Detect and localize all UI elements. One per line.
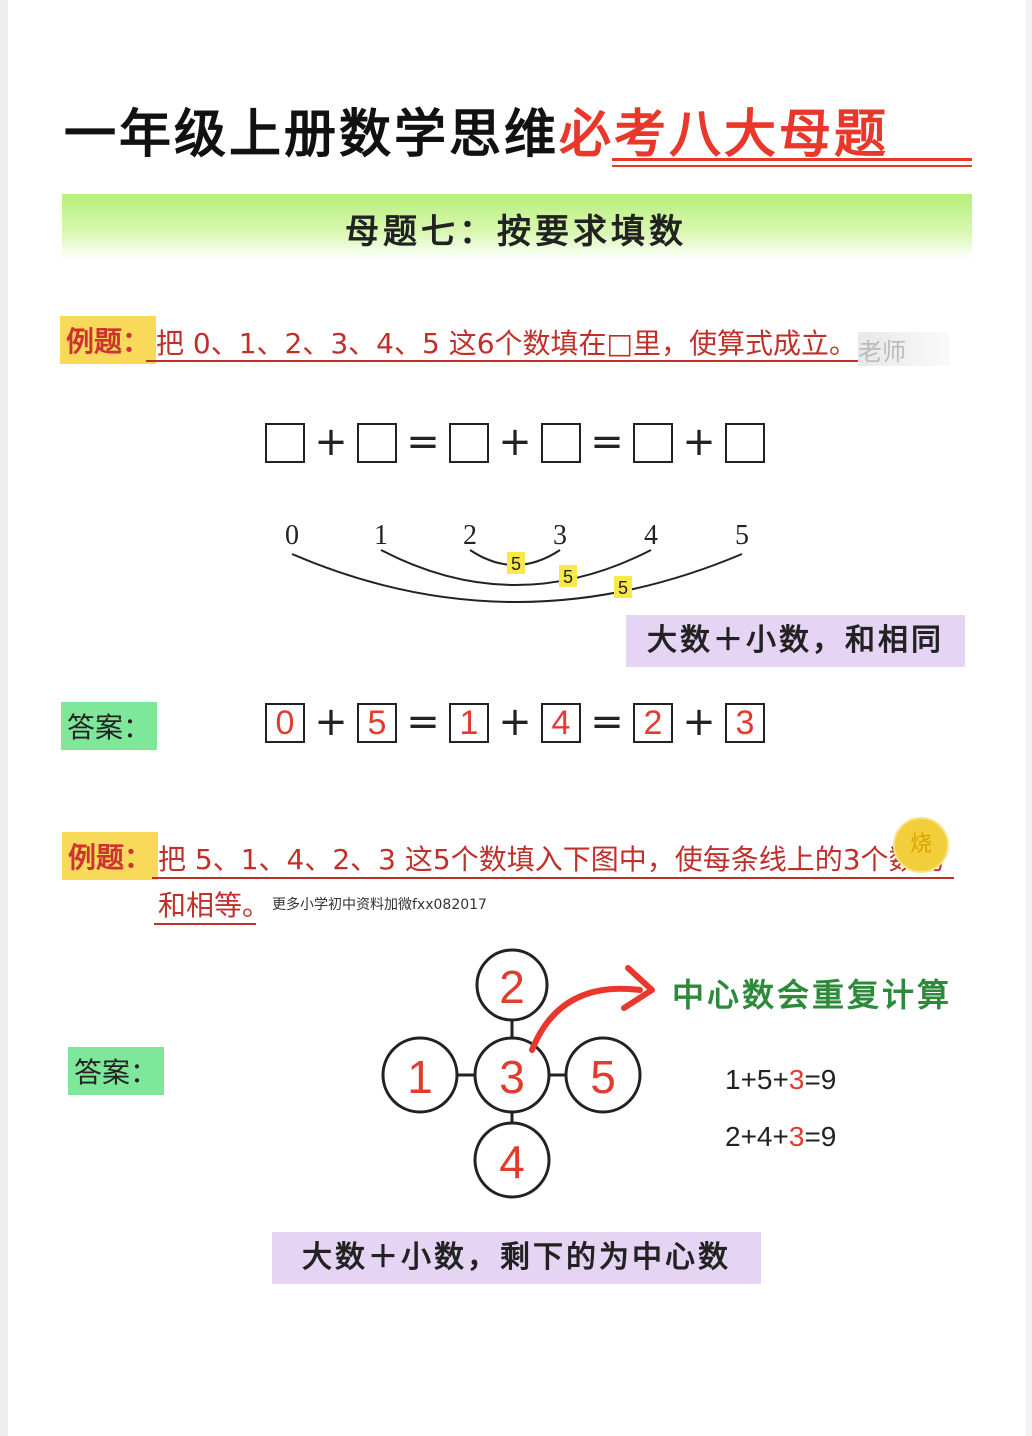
- arc-0-5: [291, 553, 743, 603]
- value-right: 5: [590, 1051, 616, 1103]
- sum-label-bg: [507, 552, 525, 574]
- plus-sign: +: [498, 699, 532, 745]
- left-edge: [0, 0, 8, 1436]
- num-5: 5: [735, 520, 749, 551]
- circle-bottom: [473, 1121, 551, 1199]
- answer-box: 4: [541, 703, 581, 743]
- sum-label-bg: [559, 565, 577, 587]
- sum-label-bg: [614, 576, 632, 598]
- num-0: 0: [285, 520, 299, 551]
- sum-line-2: 2+4+3=9: [725, 1121, 836, 1153]
- sum-part: 1+5+: [725, 1064, 789, 1095]
- plus-sign: +: [498, 419, 532, 465]
- curved-arrow-icon: [529, 965, 655, 1053]
- badge-icon: 烧: [893, 817, 949, 873]
- equals-sign: =: [406, 699, 440, 745]
- example1-tag: 例题：: [60, 316, 157, 364]
- example1-text: 把 0、1、2、3、4、5 这6个数填在□里，使算式成立。: [156, 327, 857, 360]
- value-top: 2: [499, 961, 525, 1013]
- sum-center: 3: [788, 1121, 805, 1152]
- plus-sign: +: [682, 419, 716, 465]
- pairing-diagram: 0 1 2 3 4 5 5 5 5: [285, 520, 749, 603]
- example2-tag: 例题：: [62, 832, 159, 880]
- circle-center: [473, 1036, 551, 1114]
- value-left: 1: [407, 1051, 433, 1103]
- sum-label: 5: [618, 578, 628, 598]
- num-4: 4: [644, 520, 658, 551]
- plus-sign: +: [682, 699, 716, 745]
- sum-result: =9: [804, 1064, 837, 1095]
- right-edge: [1026, 0, 1032, 1436]
- example2-underline-2: [154, 923, 256, 925]
- num-1: 1: [374, 520, 388, 551]
- sum-label: 5: [563, 567, 573, 587]
- example2-underline-1: [152, 877, 954, 879]
- plus-sign: +: [314, 419, 348, 465]
- hint-2: 大数＋小数，剩下的为中心数: [272, 1232, 761, 1284]
- num-2: 2: [463, 520, 477, 551]
- example2-text-line2: 和相等。: [158, 889, 271, 922]
- circle-top: [475, 948, 549, 1022]
- example1-underline: [146, 360, 866, 362]
- equals-sign: =: [590, 419, 624, 465]
- title-red: 必考八大母题: [559, 104, 890, 165]
- arc-1-4: [380, 549, 652, 586]
- hint-1: 大数＋小数，和相同: [626, 615, 965, 667]
- title-underline: [612, 158, 972, 161]
- sum-label: 5: [511, 554, 521, 574]
- blank-box: [725, 423, 765, 463]
- blurred-overlay: 老师: [858, 332, 950, 366]
- sum-part: 2+4+: [725, 1121, 789, 1152]
- answer-box: 5: [357, 703, 397, 743]
- value-bottom: 4: [499, 1136, 525, 1188]
- cross-diagram: 2 1 3 5 4: [381, 948, 642, 1199]
- answer1-tag: 答案：: [61, 702, 158, 750]
- sum-center: 3: [788, 1064, 805, 1095]
- watermark-text: 更多小学初中资料加微fxx082017: [272, 897, 487, 913]
- circle-right: [564, 1036, 642, 1114]
- sum-result: =9: [804, 1121, 837, 1152]
- answer-box: 1: [449, 703, 489, 743]
- answer-equation: 0 + 5 = 1 + 4 = 2 + 3: [265, 699, 775, 747]
- plus-sign: +: [314, 699, 348, 745]
- answer-box: 3: [725, 703, 765, 743]
- title-black: 一年级上册数学思维: [64, 104, 560, 165]
- example2-text-line1: 把 5、1、4、2、3 这5个数填入下图中，使每条线上的3个数的: [158, 843, 945, 876]
- answer-box: 2: [633, 703, 673, 743]
- title-underline-2: [612, 165, 972, 167]
- answer2-tag: 答案：: [68, 1047, 165, 1095]
- sum-line-1: 1+5+3=9: [725, 1064, 836, 1096]
- page-title: 一年级上册数学思维必考八大母题: [64, 92, 984, 172]
- equals-sign: =: [590, 699, 624, 745]
- circle-left: [381, 1036, 459, 1114]
- blank-box: [633, 423, 673, 463]
- blank-box: [541, 423, 581, 463]
- section-banner: [62, 194, 972, 260]
- blank-box: [265, 423, 305, 463]
- answer-box: 0: [265, 703, 305, 743]
- value-center: 3: [499, 1051, 525, 1103]
- blank-box: [449, 423, 489, 463]
- equals-sign: =: [406, 419, 440, 465]
- blank-box: [357, 423, 397, 463]
- empty-equation: + = + = +: [265, 419, 775, 467]
- banner-title: 母题七：按要求填数: [345, 212, 687, 252]
- num-3: 3: [553, 520, 567, 551]
- center-note: 中心数会重复计算: [672, 976, 953, 1014]
